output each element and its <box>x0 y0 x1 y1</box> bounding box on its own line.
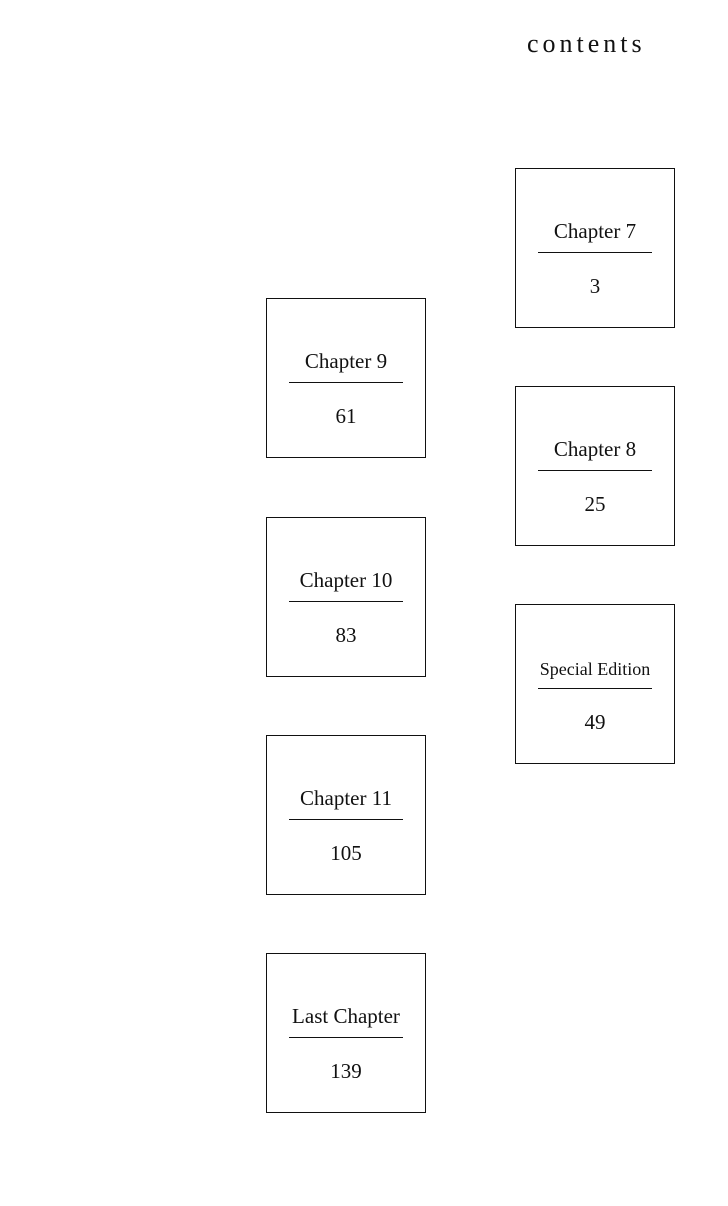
divider-rule <box>289 1037 403 1038</box>
page-number: 3 <box>589 274 601 298</box>
chapter-8-entry[interactable]: Chapter 8 25 <box>515 386 675 546</box>
chapter-11-entry[interactable]: Chapter 11 105 <box>266 735 426 895</box>
page-number: 25 <box>584 492 606 516</box>
page-number: 83 <box>335 623 357 647</box>
page-number: 139 <box>330 1059 362 1083</box>
chapter-9-entry[interactable]: Chapter 9 61 <box>266 298 426 458</box>
chapter-7-entry[interactable]: Chapter 7 3 <box>515 168 675 328</box>
chapter-10-entry[interactable]: Chapter 10 83 <box>266 517 426 677</box>
chapter-title: Chapter 10 <box>299 568 393 592</box>
divider-rule <box>289 601 403 602</box>
last-chapter-entry[interactable]: Last Chapter 139 <box>266 953 426 1113</box>
chapter-title: Chapter 9 <box>304 349 388 373</box>
divider-rule <box>538 252 652 253</box>
divider-rule <box>289 819 403 820</box>
special-edition-entry[interactable]: Special Edition 49 <box>515 604 675 764</box>
chapter-title: Chapter 11 <box>300 786 392 810</box>
page-title: contents <box>527 29 646 58</box>
page-number: 49 <box>584 710 606 734</box>
page-number: 105 <box>330 841 362 865</box>
page-number: 61 <box>335 404 357 428</box>
chapter-title: Last Chapter <box>292 1004 400 1028</box>
divider-rule <box>538 470 652 471</box>
chapter-title: Chapter 8 <box>553 437 637 461</box>
divider-rule <box>538 688 652 689</box>
chapter-title: Chapter 7 <box>553 219 637 243</box>
chapter-title: Special Edition <box>539 659 651 679</box>
divider-rule <box>289 382 403 383</box>
